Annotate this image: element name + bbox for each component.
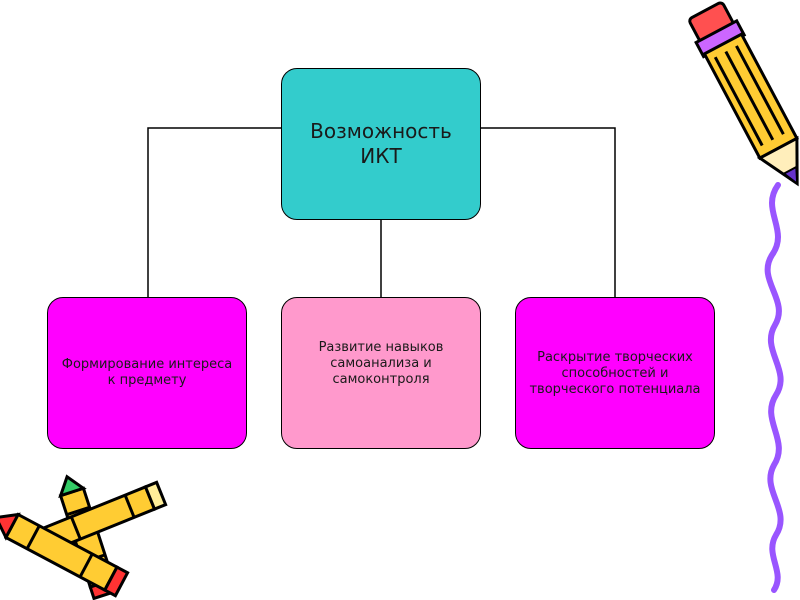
connector-right [481, 127, 616, 297]
root-node-label: Возможность ИКТ [310, 119, 452, 168]
child-node-label: Развитие навыков самоанализа и самоконтр… [318, 340, 444, 387]
child-node-interest: Формирование интереса к предмету [47, 297, 247, 449]
connector-left [147, 127, 281, 297]
child-node-creativity: Раскрытие творческих способностей и твор… [515, 297, 715, 449]
child-node-label: Раскрытие творческих способностей и твор… [529, 350, 701, 397]
child-node-label: Формирование интереса к предмету [61, 357, 233, 388]
child-node-self-analysis: Развитие навыков самоанализа и самоконтр… [281, 297, 481, 449]
root-node: Возможность ИКТ [281, 68, 481, 220]
